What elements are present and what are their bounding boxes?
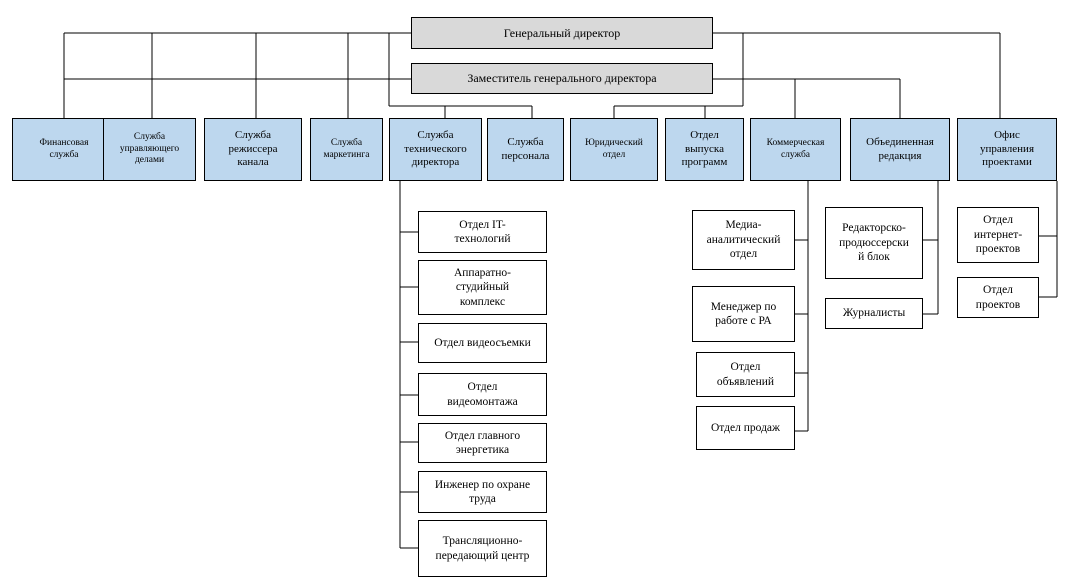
unit-label: Отдел продаж bbox=[711, 421, 780, 434]
unit-label: Отдел интернет- проектов bbox=[973, 214, 1023, 256]
unit-label: Отдел IT- технологий bbox=[454, 218, 511, 245]
unit-it: Отдел IT- технологий bbox=[418, 211, 547, 253]
dept-label: Юридический отдел bbox=[585, 137, 643, 160]
unit-label: Журналисты bbox=[842, 307, 906, 320]
unit-internet-projects: Отдел интернет- проектов bbox=[957, 207, 1039, 263]
unit-label: Отдел проектов bbox=[975, 284, 1021, 311]
connector-lines bbox=[63, 32, 1058, 549]
unit-label: Отдел видеосъемки bbox=[434, 336, 531, 349]
ceo-label: Генеральный директор bbox=[503, 25, 621, 40]
deputy-box: Заместитель генерального директора bbox=[411, 63, 713, 94]
dept-label: Отдел выпуска программ bbox=[681, 128, 728, 169]
dept-label: Объединенная редакция bbox=[866, 135, 934, 162]
unit-studio-complex: Аппаратно- студийный комплекс bbox=[418, 260, 547, 315]
unit-label: Трансляционно- передающий центр bbox=[435, 535, 530, 562]
ceo-box: Генеральный директор bbox=[411, 17, 713, 49]
unit-label: Аппаратно- студийный комплекс bbox=[453, 266, 512, 308]
dept-release: Отдел выпуска программ bbox=[665, 118, 744, 181]
unit-broadcast-center: Трансляционно- передающий центр bbox=[418, 520, 547, 577]
dept-finance: Финансовая служба bbox=[12, 118, 116, 181]
dept-label: Служба маркетинга bbox=[323, 137, 370, 160]
dept-label: Финансовая служба bbox=[39, 137, 89, 160]
dept-label: Коммерческая служба bbox=[766, 137, 825, 160]
dept-label: Служба управляющего делами bbox=[119, 131, 180, 166]
dept-projects-office: Офис управления проектами bbox=[957, 118, 1057, 181]
unit-label: Отдел главного энергетика bbox=[444, 429, 521, 456]
unit-label: Отдел видеомонтажа bbox=[447, 381, 518, 408]
dept-label: Служба технического директора bbox=[404, 128, 467, 169]
unit-media-analytics: Медиа- аналитический отдел bbox=[692, 210, 795, 270]
unit-chief-power-engineer: Отдел главного энергетика bbox=[418, 423, 547, 463]
unit-safety-engineer: Инженер по охране труда bbox=[418, 471, 547, 513]
unit-label: Отдел объявлений bbox=[716, 361, 775, 388]
dept-channel-director: Служба режиссера канала bbox=[204, 118, 302, 181]
unit-label: Медиа- аналитический отдел bbox=[706, 219, 781, 261]
unit-label: Инженер по охране труда bbox=[434, 478, 531, 505]
dept-affairs: Служба управляющего делами bbox=[103, 118, 196, 181]
unit-projects: Отдел проектов bbox=[957, 277, 1039, 318]
dept-editorial: Объединенная редакция bbox=[850, 118, 950, 181]
dept-legal: Юридический отдел bbox=[570, 118, 658, 181]
unit-ad-agency-manager: Менеджер по работе с РА bbox=[692, 286, 795, 342]
deputy-label: Заместитель генерального директора bbox=[467, 71, 657, 85]
unit-editorial-production: Редакторско- продюссерски й блок bbox=[825, 207, 923, 279]
dept-label: Служба режиссера канала bbox=[228, 128, 278, 169]
unit-advertisements: Отдел объявлений bbox=[696, 352, 795, 397]
unit-label: Менеджер по работе с РА bbox=[710, 300, 777, 327]
unit-video-shooting: Отдел видеосъемки bbox=[418, 323, 547, 363]
dept-label: Служба персонала bbox=[501, 135, 550, 162]
unit-video-editing: Отдел видеомонтажа bbox=[418, 373, 547, 416]
dept-personnel: Служба персонала bbox=[487, 118, 564, 181]
unit-sales: Отдел продаж bbox=[696, 406, 795, 450]
dept-marketing: Служба маркетинга bbox=[310, 118, 383, 181]
unit-label: Редакторско- продюссерски й блок bbox=[839, 222, 909, 264]
dept-commercial: Коммерческая служба bbox=[750, 118, 841, 181]
dept-technical: Служба технического директора bbox=[389, 118, 482, 181]
unit-journalists: Журналисты bbox=[825, 298, 923, 329]
dept-label: Офис управления проектами bbox=[979, 128, 1035, 169]
